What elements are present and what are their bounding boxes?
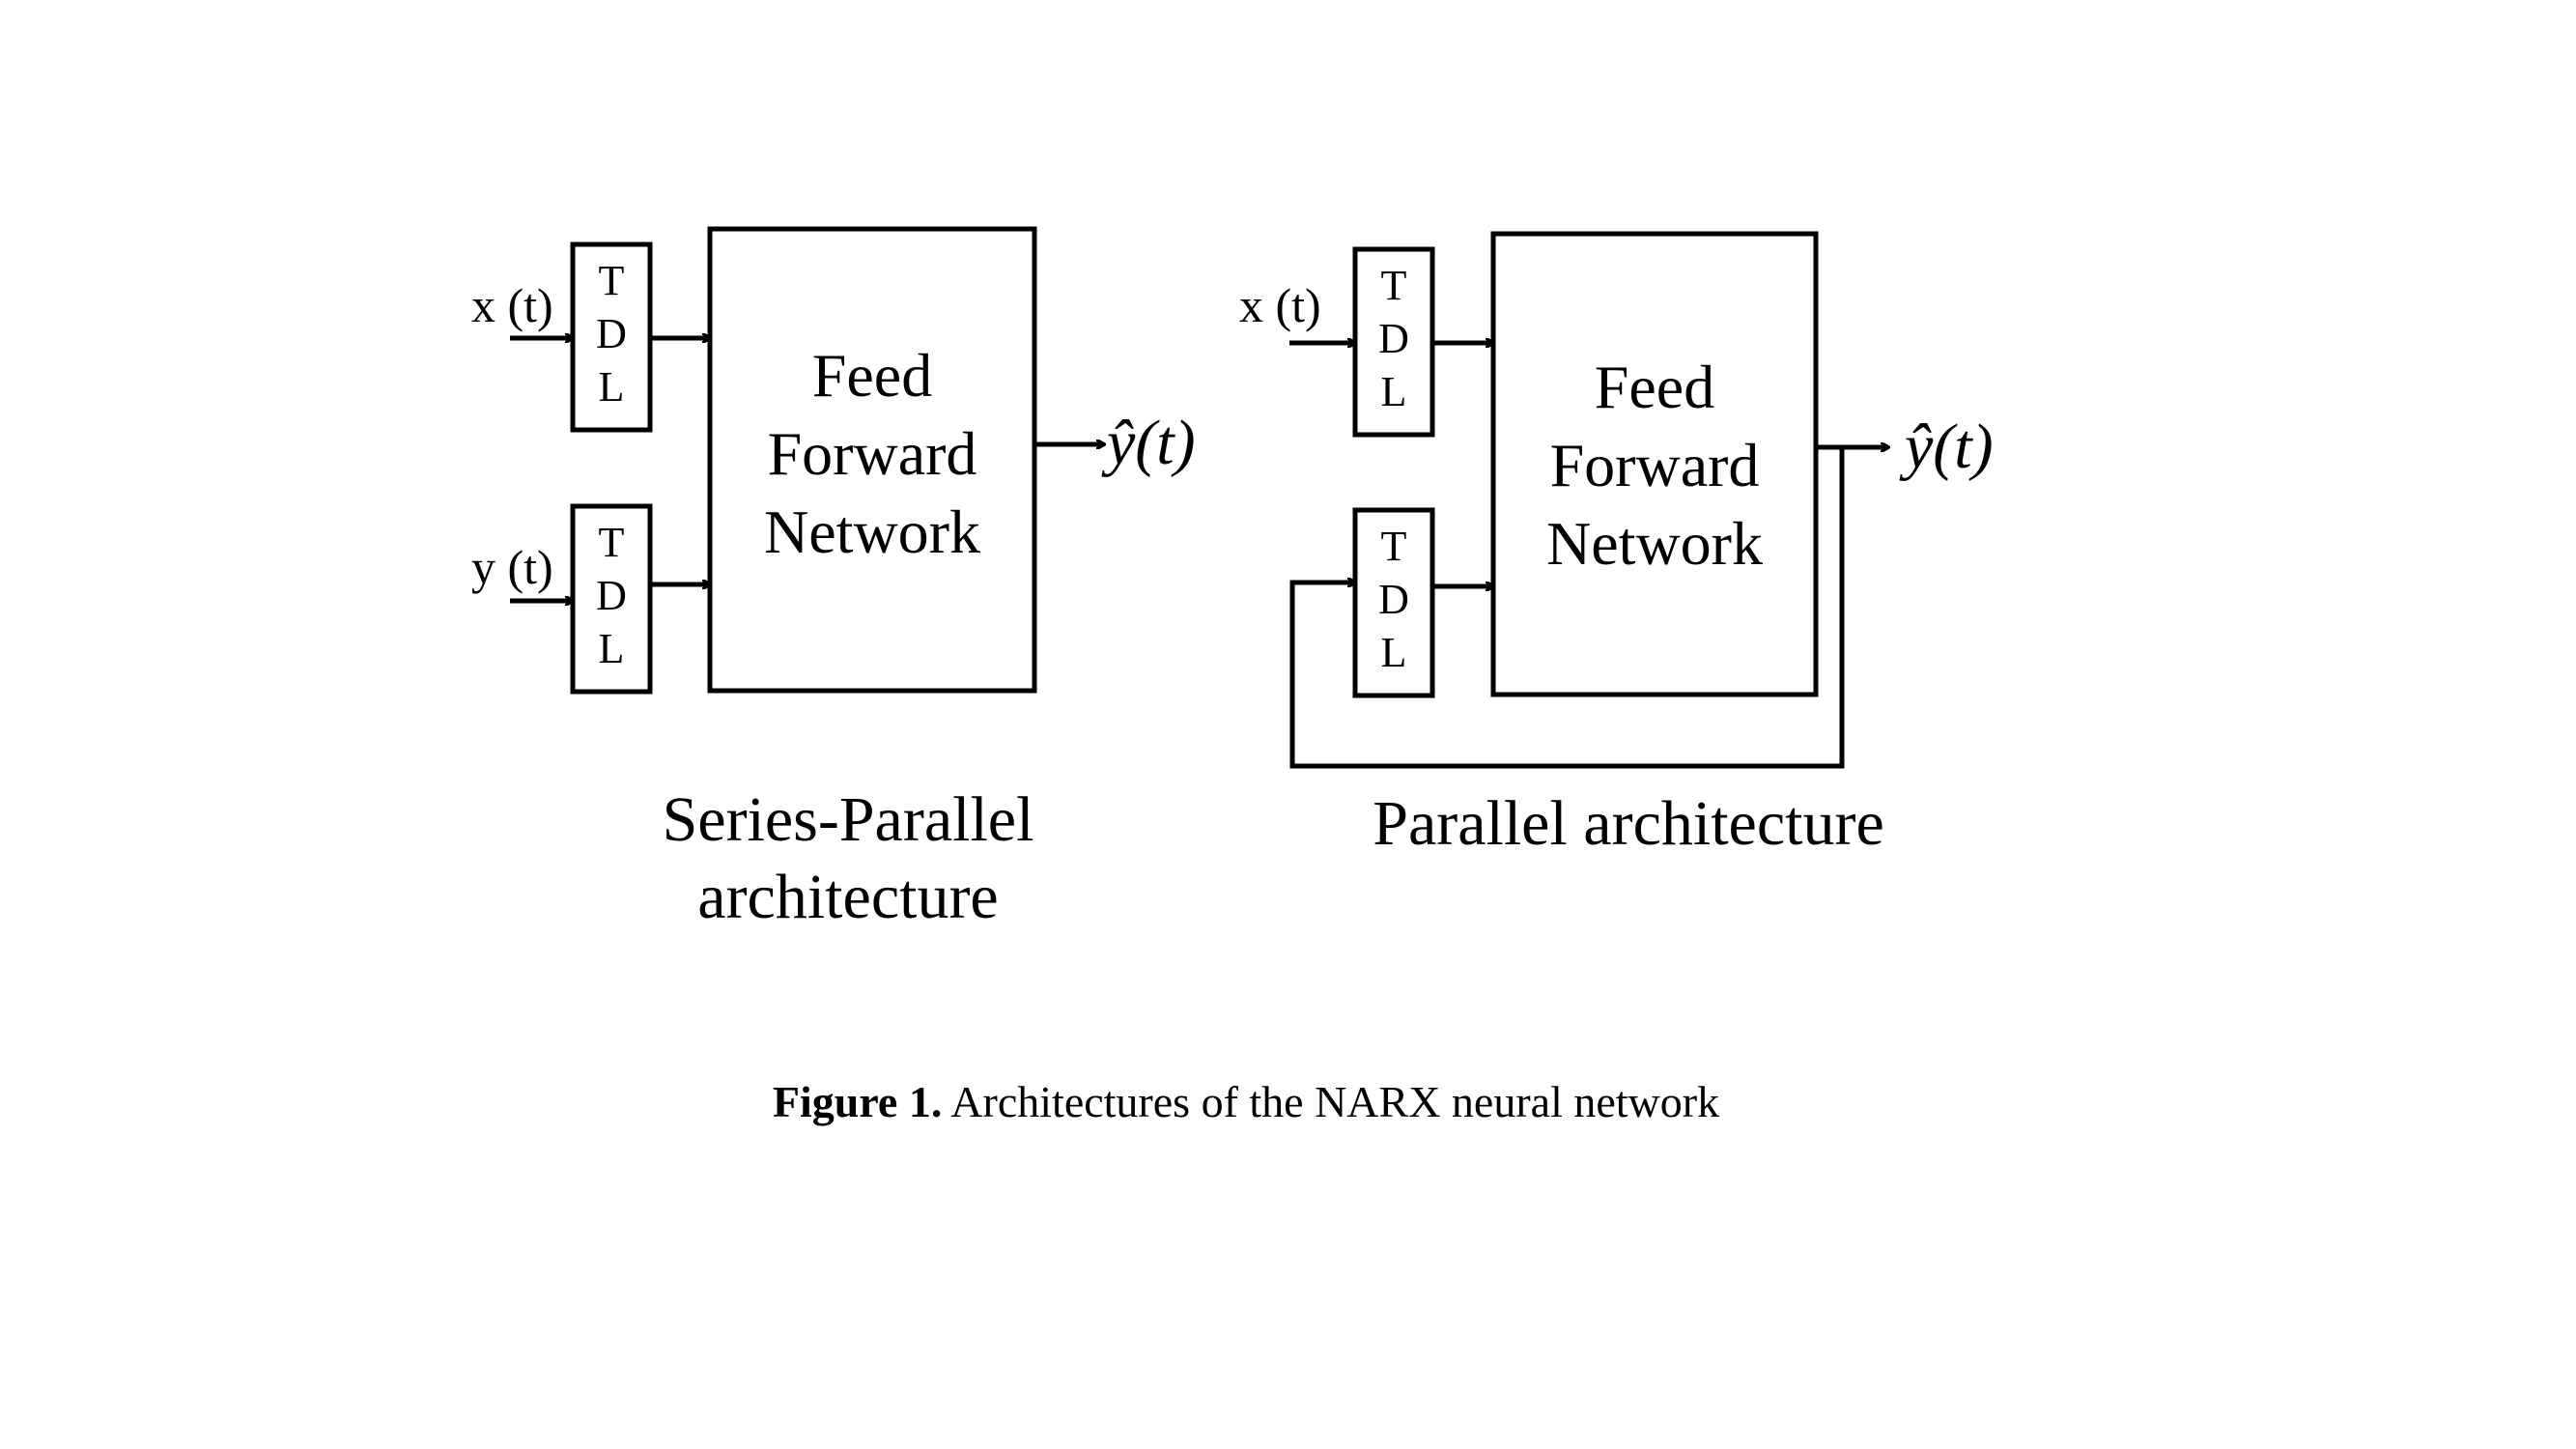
right-tdl-top-letter-d: D [1378, 315, 1409, 362]
left-tdl-bottom-letter-l: L [599, 625, 625, 672]
figure-caption-label: Figure 1. [773, 1077, 942, 1126]
left-output-label: ŷ(t) [1101, 408, 1196, 478]
left-input-x-label: x (t) [471, 278, 553, 332]
right-input-x-label: x (t) [1239, 278, 1321, 332]
left-network-label-line-1: Feed [812, 341, 932, 410]
left-architecture-title-line-1: Series-Parallel [663, 784, 1034, 855]
right-tdl-top-letter-t: T [1381, 262, 1407, 309]
series-parallel-diagram: x (t) y (t) T D L T D L Feed Forward Net… [471, 226, 1196, 932]
right-feedback-loop [1289, 447, 1845, 769]
parallel-diagram: x (t) T D L T D L Feed Forward Network ŷ… [1239, 231, 1994, 859]
right-tdl-bottom-letter-l: L [1381, 629, 1407, 676]
left-input-y-label: y (t) [471, 540, 553, 594]
left-tdl-top-letter-d: D [596, 310, 627, 357]
left-tdl-bottom-letter-d: D [596, 572, 627, 619]
left-tdl-top-letter-l: L [599, 363, 625, 411]
left-feed-forward-network-box [707, 226, 1037, 694]
right-network-label-line-2: Forward [1550, 431, 1760, 499]
right-tdl-top-box [1352, 246, 1435, 438]
figure-caption-text: Architectures of the NARX neural network [942, 1077, 1719, 1126]
left-tdl-bottom-letter-t: T [599, 519, 625, 566]
right-tdl-bottom-letter-d: D [1378, 576, 1409, 623]
right-output-label: ŷ(t) [1899, 412, 1994, 482]
right-architecture-title: Parallel architecture [1373, 788, 1884, 859]
left-network-label-line-2: Forward [768, 419, 977, 488]
left-tdl-bottom-box [570, 503, 653, 695]
left-tdl-top-letter-t: T [599, 257, 625, 304]
right-network-label-line-3: Network [1546, 509, 1763, 578]
figure-caption: Figure 1. Architectures of the NARX neur… [773, 1077, 1719, 1126]
left-network-label-line-3: Network [764, 497, 980, 566]
right-network-label-line-1: Feed [1595, 353, 1714, 421]
right-tdl-top-letter-l: L [1381, 368, 1407, 415]
right-feed-forward-network-box [1490, 231, 1819, 697]
right-tdl-bottom-box [1352, 507, 1435, 698]
left-architecture-title-line-2: architecture [697, 862, 998, 932]
right-tdl-bottom-letter-t: T [1381, 523, 1407, 570]
